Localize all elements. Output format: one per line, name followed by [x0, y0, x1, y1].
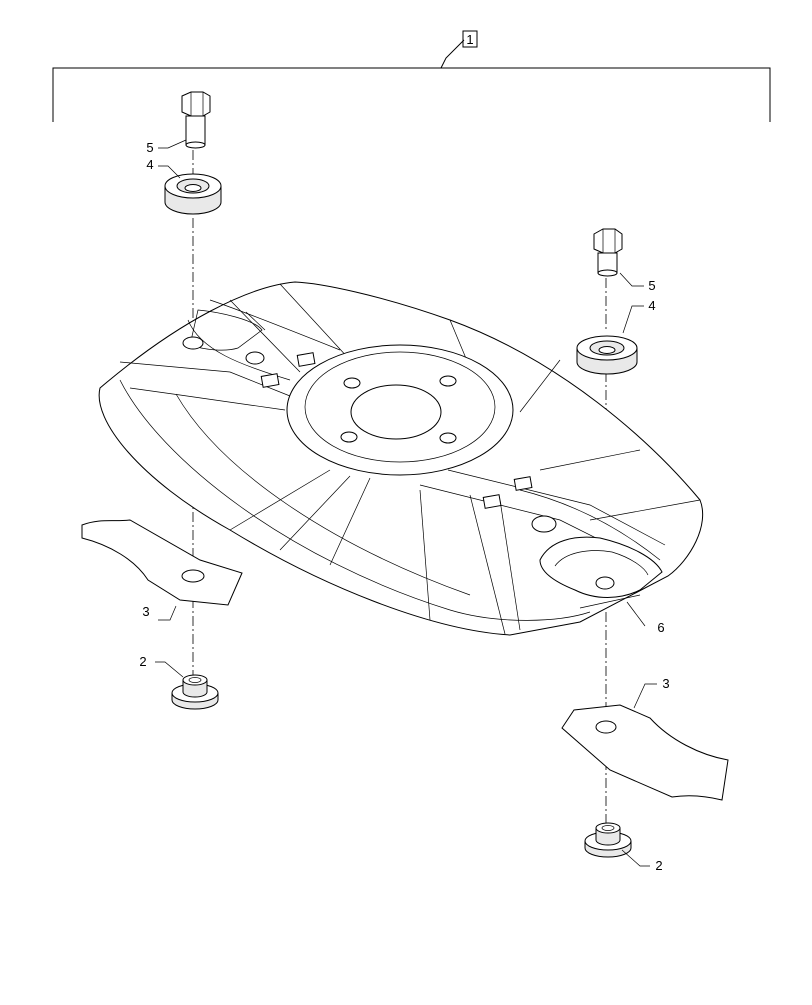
knife-right [561, 704, 729, 801]
knife-left [81, 519, 243, 606]
bolt-left [181, 91, 211, 149]
callout-nut-left: 2 [139, 654, 146, 669]
callout-knife-right: 3 [662, 676, 669, 691]
callout-assembly: 1 [466, 32, 473, 47]
assembly-bracket: 1 [52, 30, 771, 122]
cutter-disc [98, 281, 704, 636]
washer-right [576, 335, 638, 375]
callout-knife-left: 3 [142, 604, 149, 619]
bolt-right [593, 228, 623, 277]
callout-bolt-left: 5 [146, 140, 153, 155]
callout-bolt-right: 5 [648, 278, 655, 293]
callout-washer-left: 4 [146, 157, 153, 172]
callout-nut-right: 2 [655, 858, 662, 873]
callout-disc: 6 [657, 620, 664, 635]
washer-left [164, 173, 222, 215]
callout-washer-right: 4 [648, 298, 655, 313]
nut-right [584, 822, 632, 858]
nut-left [171, 674, 219, 710]
